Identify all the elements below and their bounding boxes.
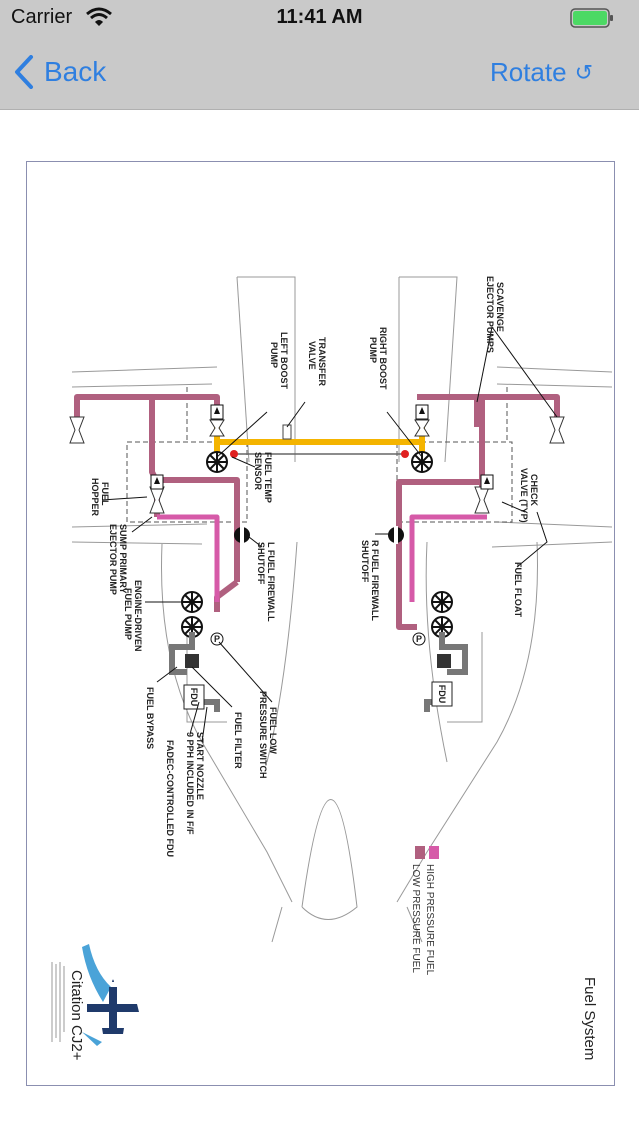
left-engine-driven-pumps [181, 591, 203, 638]
carrier-label: Carrier [11, 6, 73, 28]
firewall-shutoffs [234, 526, 404, 544]
diagram-title: Fuel System [581, 977, 598, 1060]
ejector-pumps [69, 416, 565, 514]
svg-text:FUEL TEMPSENSOR: FUEL TEMPSENSOR [253, 452, 273, 503]
svg-text:Citation CJ2+: Citation CJ2+ [68, 970, 85, 1061]
fuel-system-diagram[interactable]: P P FDU FDU S [26, 161, 615, 1086]
leader-lines [101, 326, 558, 743]
transfer-valve [282, 424, 292, 440]
left-boost-pump [206, 451, 228, 473]
svg-text:FADEC-CONTROLLED FDU: FADEC-CONTROLLED FDU [165, 740, 175, 857]
svg-text:CHECKVALVE (TYP): CHECKVALVE (TYP) [519, 468, 539, 523]
svg-text:START NOZZLE9 PPH INCLUDED IN: START NOZZLE9 PPH INCLUDED IN F/F [185, 732, 205, 835]
legend-low-label: LOW PRESSURE FUEL [410, 864, 421, 973]
svg-text:FDU: FDU [437, 685, 447, 704]
svg-text:RIGHT BOOSTPUMP: RIGHT BOOSTPUMP [368, 327, 388, 390]
clock: 11:41 AM [276, 6, 363, 28]
right-fdu [431, 681, 453, 707]
back-label: Back [44, 56, 107, 87]
legend-high-swatch [429, 846, 439, 859]
svg-text:FDU: FDU [189, 688, 199, 707]
citation-logo: Citation CJ2+ [51, 944, 139, 1061]
svg-text:ENGINE-DRIVENFUEL PUMP: ENGINE-DRIVENFUEL PUMP [123, 580, 143, 652]
svg-text:SUMP PRIMARYEJECTOR PUMP: SUMP PRIMARYEJECTOR PUMP [108, 524, 128, 595]
svg-text:FUELHOPPER: FUELHOPPER [90, 478, 110, 517]
navigation-bar: Back Rotate ↺ [0, 36, 639, 110]
svg-text:SCAVENGEEJECTOR PUMPS: SCAVENGEEJECTOR PUMPS [485, 276, 505, 353]
svg-text:FUEL FLOAT: FUEL FLOAT [513, 562, 523, 618]
left-fuel-temp-sensor [230, 450, 238, 458]
svg-text:FUEL FILTER: FUEL FILTER [233, 712, 243, 769]
rotate-label: Rotate [489, 57, 567, 87]
svg-text:TRANSFERVALVE: TRANSFERVALVE [307, 337, 327, 386]
svg-text:LEFT BOOSTPUMP: LEFT BOOSTPUMP [269, 332, 289, 389]
pressure-switches: P P [210, 632, 426, 646]
wifi-icon [86, 7, 112, 32]
svg-text:R FUEL FIREWALLSHUTOFF: R FUEL FIREWALLSHUTOFF [360, 540, 380, 621]
callout-labels: SCAVENGEEJECTOR PUMPS RIGHT BOOSTPUMP TR… [90, 276, 539, 857]
chevron-left-icon [15, 55, 33, 89]
right-fuel-temp-sensor [401, 450, 409, 458]
right-engine-driven-pumps [431, 591, 453, 638]
battery-icon [570, 8, 614, 33]
back-button[interactable]: Back [14, 52, 106, 92]
svg-text:FUEL BYPASS: FUEL BYPASS [145, 687, 155, 749]
fuel-filters [185, 654, 451, 668]
check-valves [150, 404, 494, 490]
rotate-icon: ↺ [574, 59, 593, 85]
legend-high-label: HIGH PRESSURE FUEL [424, 864, 435, 976]
high-pressure-lines [157, 514, 487, 602]
status-bar: Carrier 11:41 AM [0, 0, 639, 36]
svg-text:P: P [416, 634, 422, 644]
rotate-button[interactable]: Rotate ↺ [490, 57, 593, 88]
legend-low-swatch [415, 846, 425, 859]
svg-text:L FUEL FIREWALLSHUTOFF: L FUEL FIREWALLSHUTOFF [256, 542, 276, 622]
legend: HIGH PRESSURE FUEL LOW PRESSURE FUEL [410, 846, 439, 976]
svg-text:P: P [214, 634, 220, 644]
aircraft-outline [71, 276, 613, 943]
right-boost-pump [411, 451, 433, 473]
svg-text:FUEL LOWPRESSURE SWITCH: FUEL LOWPRESSURE SWITCH [258, 691, 278, 779]
